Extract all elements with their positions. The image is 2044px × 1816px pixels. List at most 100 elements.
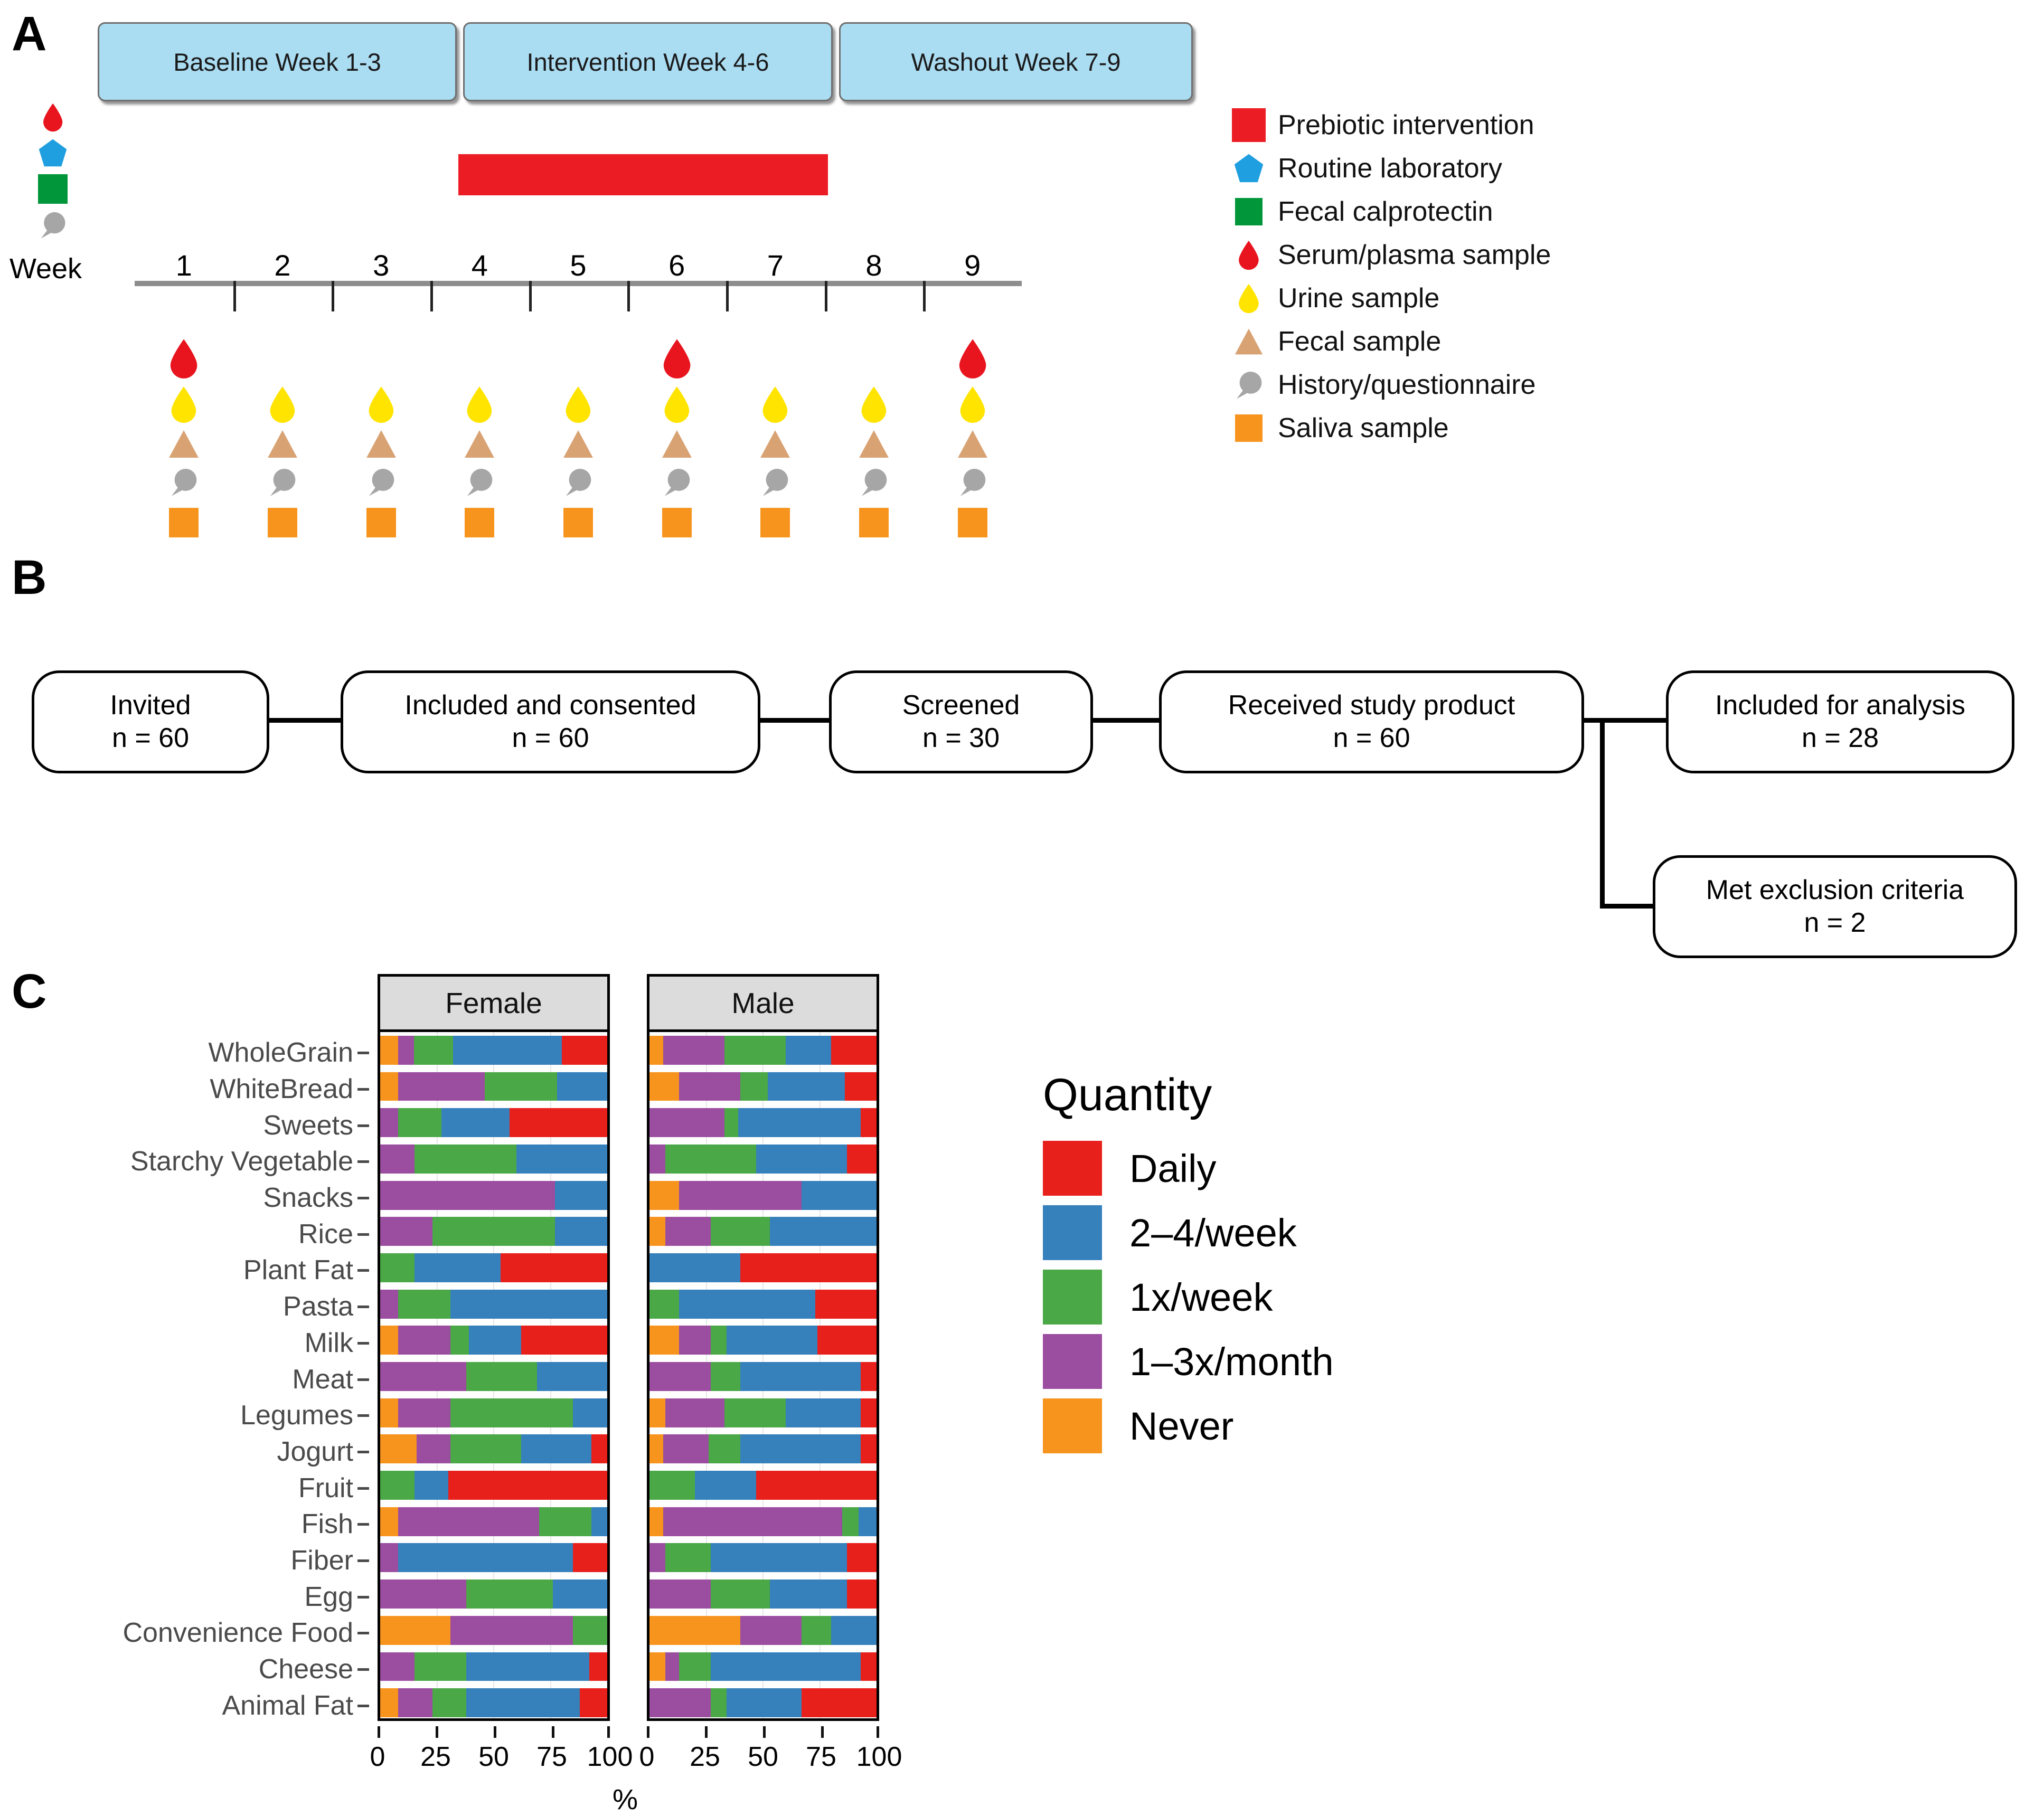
bar-segment [380,1362,467,1391]
bar-segment [414,1253,501,1282]
y-category-tick [357,1595,369,1599]
legend-item-label: History/questionnaire [1278,370,1536,400]
bar-segment [679,1326,711,1355]
history-questionnaire-week-6-icon [656,467,698,500]
quantity-legend-item-3: 1–3x/month [1043,1330,1334,1393]
bar-segment [380,1253,415,1282]
x-tick-75-female [552,1726,554,1738]
bar-row [380,1035,607,1065]
x-axis-title: % [613,1784,638,1815]
quantity-legend-label: 1x/week [1129,1275,1273,1319]
bar-segment [740,1072,768,1101]
facet-strip-female: Female [378,974,610,1032]
legend-item-label: Fecal sample [1278,326,1442,357]
quantity-legend-swatch [1043,1398,1102,1453]
bar-segment [649,1688,711,1718]
bar-segment [817,1326,877,1355]
y-category-tick [357,1306,369,1309]
bar-row [649,1035,877,1065]
quantity-legend-title: Quantity [1043,1070,1212,1120]
x-tick-label-50-male: 50 [748,1742,778,1772]
urine-sample-week-7-icon [754,385,796,426]
bar-segment [468,1326,521,1355]
bar-row [649,1108,877,1138]
phase-box-1: Baseline Week 1-3 [98,22,457,101]
bar-segment [663,1035,724,1065]
bar-segment [484,1072,558,1101]
x-tick-0-female [378,1726,380,1738]
history-questionnaire-week-1-icon [163,467,205,500]
y-category-label: Pasta [283,1291,353,1322]
y-category-label: Milk [304,1327,353,1358]
bar-segment [649,1398,666,1427]
bar-segment [649,1326,679,1355]
bar-segment [500,1253,607,1282]
quantity-legend-swatch [1043,1334,1102,1389]
bar-segment [802,1180,877,1210]
week-tick-1 [233,281,236,311]
bar-segment [380,1180,555,1210]
bar-segment [380,1398,399,1427]
y-category-tick [357,1632,369,1635]
bar-segment [380,1108,399,1138]
x-tick-100-female [607,1726,610,1738]
panel-c-letter: C [12,964,46,1018]
urine-sample-week-9-icon [952,385,994,426]
urine-sample-week-8-icon [853,385,895,426]
bar-segment [649,1652,666,1681]
legend-item-2: Fecal calprotectin [1220,190,1551,233]
y-category-label: Rice [298,1218,353,1250]
bar-row [649,1289,877,1319]
bar-segment [573,1543,607,1573]
saliva-sample-week-9-icon [952,508,994,540]
bar-row [380,1652,607,1681]
bar-row [380,1398,607,1427]
bar-segment [711,1326,727,1355]
flow-node-count: n = 60 [1333,722,1410,753]
y-category-label: Animal Fat [222,1690,353,1721]
urine-sample-week-3-icon [360,385,402,426]
legend-square-icon [1220,414,1278,442]
facet-strip-label: Male [731,987,795,1019]
flow-node-count: n = 28 [1801,722,1879,753]
bar-segment [847,1579,877,1609]
week-tick-3 [430,281,433,311]
y-category-tick [357,1088,369,1091]
phase-box-label: Intervention Week 4-6 [526,48,769,76]
bar-segment [649,1144,666,1174]
y-category-tick [357,1197,369,1200]
y-category-label: Jogurt [277,1436,353,1467]
week-tick-4 [529,281,532,311]
flow-node-title: Met exclusion criteria [1706,875,1964,906]
bar-row [380,1362,607,1391]
flow-connector-5 [1600,904,1655,909]
bar-segment [649,1072,679,1101]
bar-segment [724,1035,786,1065]
bar-segment [441,1108,510,1138]
bar-segment [398,1507,539,1536]
legend-square-icon [1220,108,1278,142]
y-category-tick [357,1269,369,1272]
bar-segment [380,1579,467,1609]
fecal-sample-week-2-icon [261,428,304,463]
legend-pentagon-icon [1220,153,1278,184]
bar-segment [785,1035,831,1065]
bar-segment [557,1072,607,1101]
y-category-tick [357,1487,369,1490]
bar-segment [555,1180,607,1210]
bar-segment [665,1652,679,1681]
quantity-legend-item-4: Never [1043,1395,1334,1457]
bar-row [649,1253,877,1282]
bar-segment [842,1507,859,1536]
week-tick-6 [726,281,729,311]
bar-segment [398,1543,573,1573]
bar-segment [414,1471,448,1500]
bar-segment [738,1108,861,1138]
bar-row [649,1398,877,1427]
